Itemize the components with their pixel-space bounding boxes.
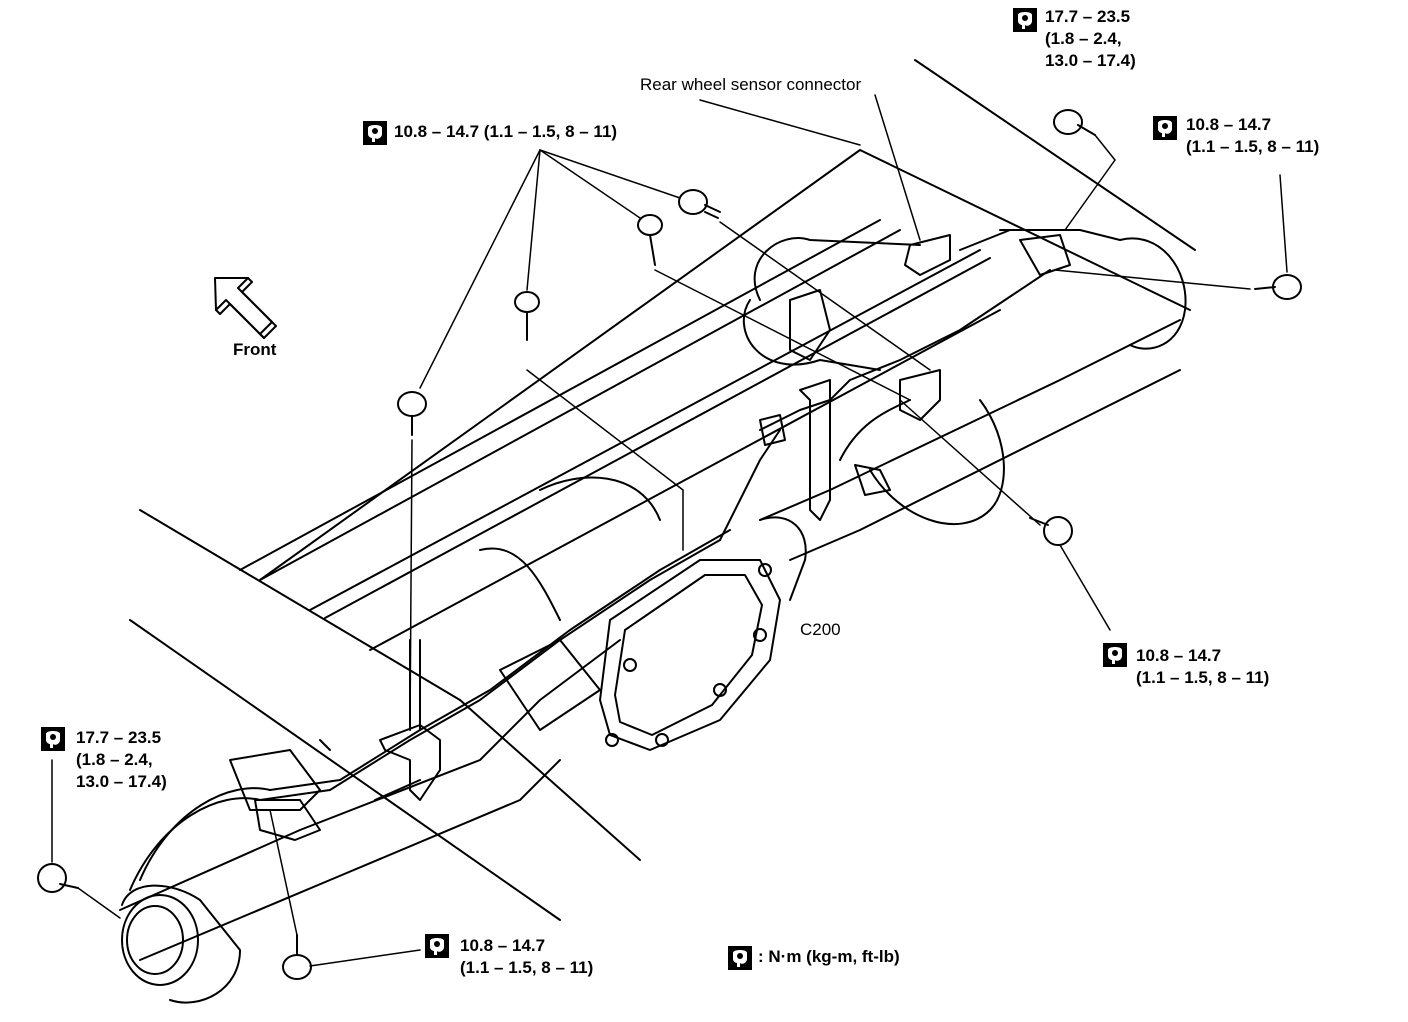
bolt-left-low [37,863,79,893]
torque-left-low: 17.7 – 23.5 (1.8 – 2.4, 13.0 – 17.4) [76,728,167,791]
torque-wrench-icon [1013,8,1037,32]
leader-lines [51,94,1288,967]
bolts [37,109,1302,980]
torque-wrench-icon [363,121,387,145]
torque-bottom-center: 10.8 – 14.7 (1.1 – 1.5, 8 – 11) [460,936,594,977]
front-label: Front [233,340,277,359]
legend-label: : N·m (kg-m, ft-lb) [758,947,900,966]
torque-wrench-icon [425,934,449,958]
brake-sensor-lines [129,237,1051,891]
sensor-connector-label: Rear wheel sensor connector [640,75,862,94]
torque-top-right-b: 10.8 – 14.7 (1.1 – 1.5, 8 – 11) [1186,115,1320,156]
torque-top-left: 10.8 – 14.7 (1.1 – 1.5, 8 – 11) [394,122,618,141]
differential-carrier [479,476,807,751]
bolt-top-center [678,189,721,219]
part-code-label: C200 [800,620,841,639]
torque-wrench-icon [1103,643,1127,667]
torque-wrench-icon [41,727,65,751]
vehicle-frame [129,59,1196,921]
torque-right-mid: 10.8 – 14.7 (1.1 – 1.5, 8 – 11) [1136,646,1270,687]
bolt-right [1254,274,1302,300]
bolt-bottom [282,934,312,980]
axle-housing [119,229,1187,1004]
torque-wrench-icon [728,946,752,970]
bolt-top-right [1053,109,1096,136]
front-arrow-icon [214,277,277,339]
bolt-top-center-2 [637,214,663,266]
bolt-center-left [514,291,540,341]
bolt-left [397,391,427,436]
torque-top-right-a: 17.7 – 23.5 (1.8 – 2.4, 13.0 – 17.4) [1045,7,1136,70]
torque-wrench-icon [1153,116,1177,140]
